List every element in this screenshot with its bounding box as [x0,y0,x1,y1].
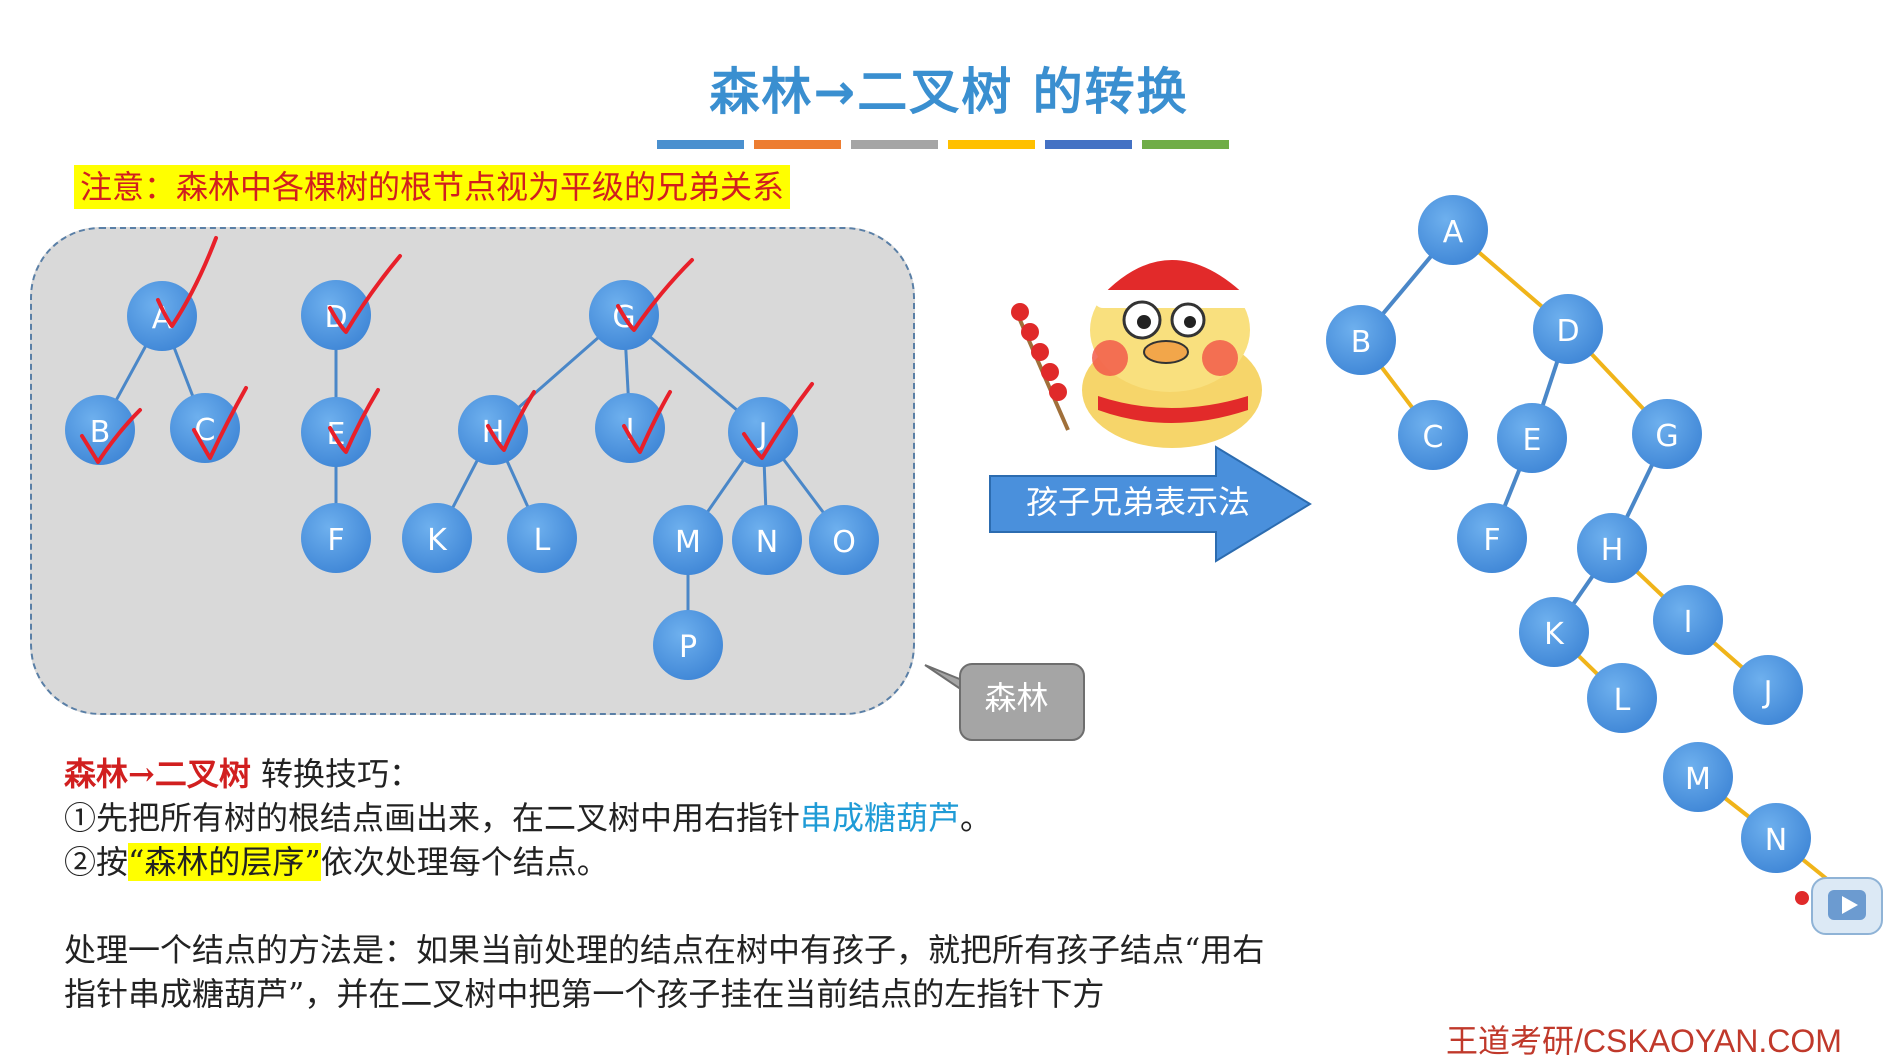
tv-icon [1795,877,1883,935]
bt-node-f-label: F [1483,523,1500,558]
page-title: 森林→二叉树 的转换 [709,63,1189,121]
bt-node-h-label: H [1601,533,1624,568]
tip-line-1: ①先把所有树的根结点画出来，在二叉树中用右指针串成糖葫芦。 [64,796,992,840]
note-banner: 注意：森林中各棵树的根节点视为平级的兄弟关系 [74,165,791,209]
check-mark-icon [156,236,218,328]
tip-1-pre: ①先把所有树的根结点画出来，在二叉树中用右指针 [64,799,801,837]
check-mark-icon [328,254,402,334]
forest-node-p: P [653,610,723,680]
color-bar [657,140,1229,149]
bt-node-f: F [1457,503,1527,573]
forest-edges [98,313,846,645]
bt-node-e: E [1497,403,1567,473]
bt-node-l-label: L [1614,683,1631,718]
forest-label: 森林 [984,679,1049,717]
tip-2-pre: ②按 [64,843,129,881]
method-text-line-2: 指针串成糖葫芦”，并在二叉树中把第一个孩子挂在当前结点的左指针下方 [64,975,1105,1013]
forest-node-l-label: L [534,523,551,558]
check-marks [80,236,814,464]
forest-node-c-label: C [195,413,216,448]
bt-node-j: J [1733,655,1803,725]
forest-node-b: B [65,395,135,465]
bt-node-k: K [1519,597,1589,667]
bt-node-n-label: N [1765,823,1787,858]
check-mark-icon [742,382,814,460]
forest-node-n: N [732,505,802,575]
conversion-arrow [989,445,1312,563]
forest-node-p-label: P [679,630,697,665]
bt-node-c: C [1398,400,1468,470]
bt-node-a: A [1418,195,1488,265]
bt-node-m-label: M [1685,762,1711,797]
forest-node-h: H [458,395,528,465]
bt-node-i-label: I [1684,605,1693,640]
forest-node-f-label: F [327,523,344,558]
forest-node-e: E [301,397,371,467]
tip-2-highlight: “森林的层序” [128,843,321,881]
check-mark-icon [622,390,672,454]
forest-node-k: K [402,503,472,573]
tip-1-highlight: 串成糖葫芦 [800,799,961,837]
bt-node-n: N [1741,803,1811,873]
tips-heading-red: 森林→二叉树 [64,755,251,793]
tip-2-post: 依次处理每个结点。 [320,843,609,881]
forest-node-i-label: I [626,413,635,448]
check-mark-icon [192,386,248,460]
forest-node-o: O [809,505,879,575]
bt-node-i: I [1653,585,1723,655]
forest-node-o-label: O [832,525,856,560]
forest-node-m: M [653,505,723,575]
bt-node-l: L [1587,663,1657,733]
check-mark-icon [80,408,142,464]
forest-node-n-label: N [756,525,778,560]
bt-node-c-label: C [1423,420,1444,455]
tip-line-2: ②按“森林的层序”依次处理每个结点。 [64,840,609,884]
color-segment-4 [948,140,1035,149]
bt-node-a-label: A [1443,215,1464,250]
bt-node-k-label: K [1544,617,1565,652]
forest-nodes: A B C D E F G H I J K L M N O P [65,280,879,680]
forest-node-b-label: B [90,415,111,450]
binary-tree-nodes: A B C D E F G H I J K L M N [1326,195,1811,873]
tips-heading: 森林→二叉树 转换技巧： [64,752,421,796]
forest-node-l: L [507,503,577,573]
bt-node-g: G [1632,399,1702,469]
mascot-illustration [1011,221,1262,448]
bt-node-e-label: E [1523,423,1542,458]
forest-node-j-label: J [757,417,768,452]
bt-node-h: H [1577,513,1647,583]
color-segment-5 [1045,140,1132,149]
bt-node-g-label: G [1655,419,1678,454]
method-label: 孩子兄弟表示法 [1025,483,1250,521]
check-mark-icon [328,388,380,454]
tips-heading-rest: 转换技巧： [250,755,422,793]
forest-node-f: F [301,503,371,573]
forest-node-a-label: A [152,301,173,336]
color-segment-2 [754,140,841,149]
forest-node-a: A [127,281,197,351]
forest-node-m-label: M [675,525,701,560]
color-segment-3 [851,140,938,149]
color-segment-1 [657,140,744,149]
bt-node-b-label: B [1351,325,1372,360]
bt-node-m: M [1663,742,1733,812]
bt-node-j-label: J [1762,675,1773,710]
bt-node-d-label: D [1556,314,1579,349]
tip-1-post: 。 [960,799,993,837]
bt-node-b: B [1326,305,1396,375]
forest-node-k-label: K [427,523,448,558]
footer-brand: 王道考研/CSKAOYAN.COM [1446,1023,1842,1059]
check-mark-icon [616,258,694,332]
check-mark-icon [486,390,536,452]
forest-node-j: J [728,397,798,467]
method-text-line-1: 处理一个结点的方法是：如果当前处理的结点在树中有孩子，就把所有孩子结点“用右 [64,931,1265,969]
forest-callout [924,663,1085,741]
forest-node-i: I [595,393,665,463]
color-segment-6 [1142,140,1229,149]
bt-node-d: D [1533,294,1603,364]
